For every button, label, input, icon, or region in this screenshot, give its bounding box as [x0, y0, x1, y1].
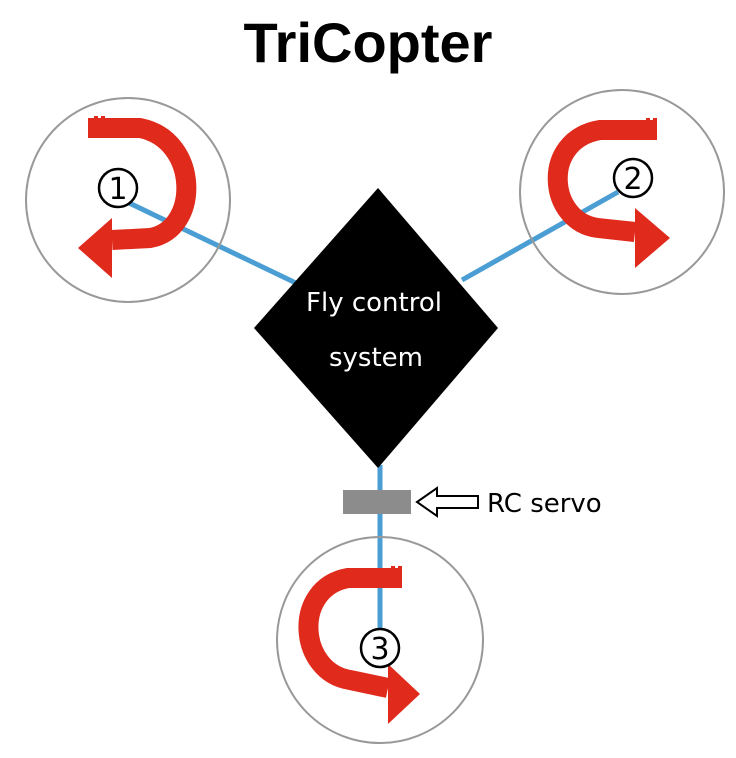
- motor-label-2: 2: [612, 157, 654, 199]
- rc-servo-block: [343, 490, 411, 514]
- arm-1: [121, 197, 302, 288]
- motor-number-1: 1: [108, 172, 127, 207]
- rotation-arrow-2: [547, 118, 670, 268]
- motor-label-1: 1: [97, 167, 139, 209]
- rotation-arrow-3: [298, 566, 420, 724]
- rotation-arrow-1: [78, 116, 197, 278]
- propeller-circle-3: [276, 536, 484, 744]
- fly-control-hub: [254, 188, 498, 468]
- hub-label-line2: system: [329, 343, 423, 373]
- motor-label-3: 3: [359, 627, 401, 669]
- arm-2: [460, 189, 620, 283]
- propeller-circle-1: [25, 97, 231, 303]
- hub-label-line1: Fly control: [306, 288, 442, 318]
- motor-number-3: 3: [370, 632, 389, 667]
- diagram-title: TriCopter: [244, 11, 493, 74]
- propeller-circle-2: [519, 89, 725, 295]
- rc-servo-pointer-arrow: [415, 486, 479, 518]
- motor-number-2: 2: [623, 162, 642, 197]
- rc-servo-label: RC servo: [487, 489, 602, 519]
